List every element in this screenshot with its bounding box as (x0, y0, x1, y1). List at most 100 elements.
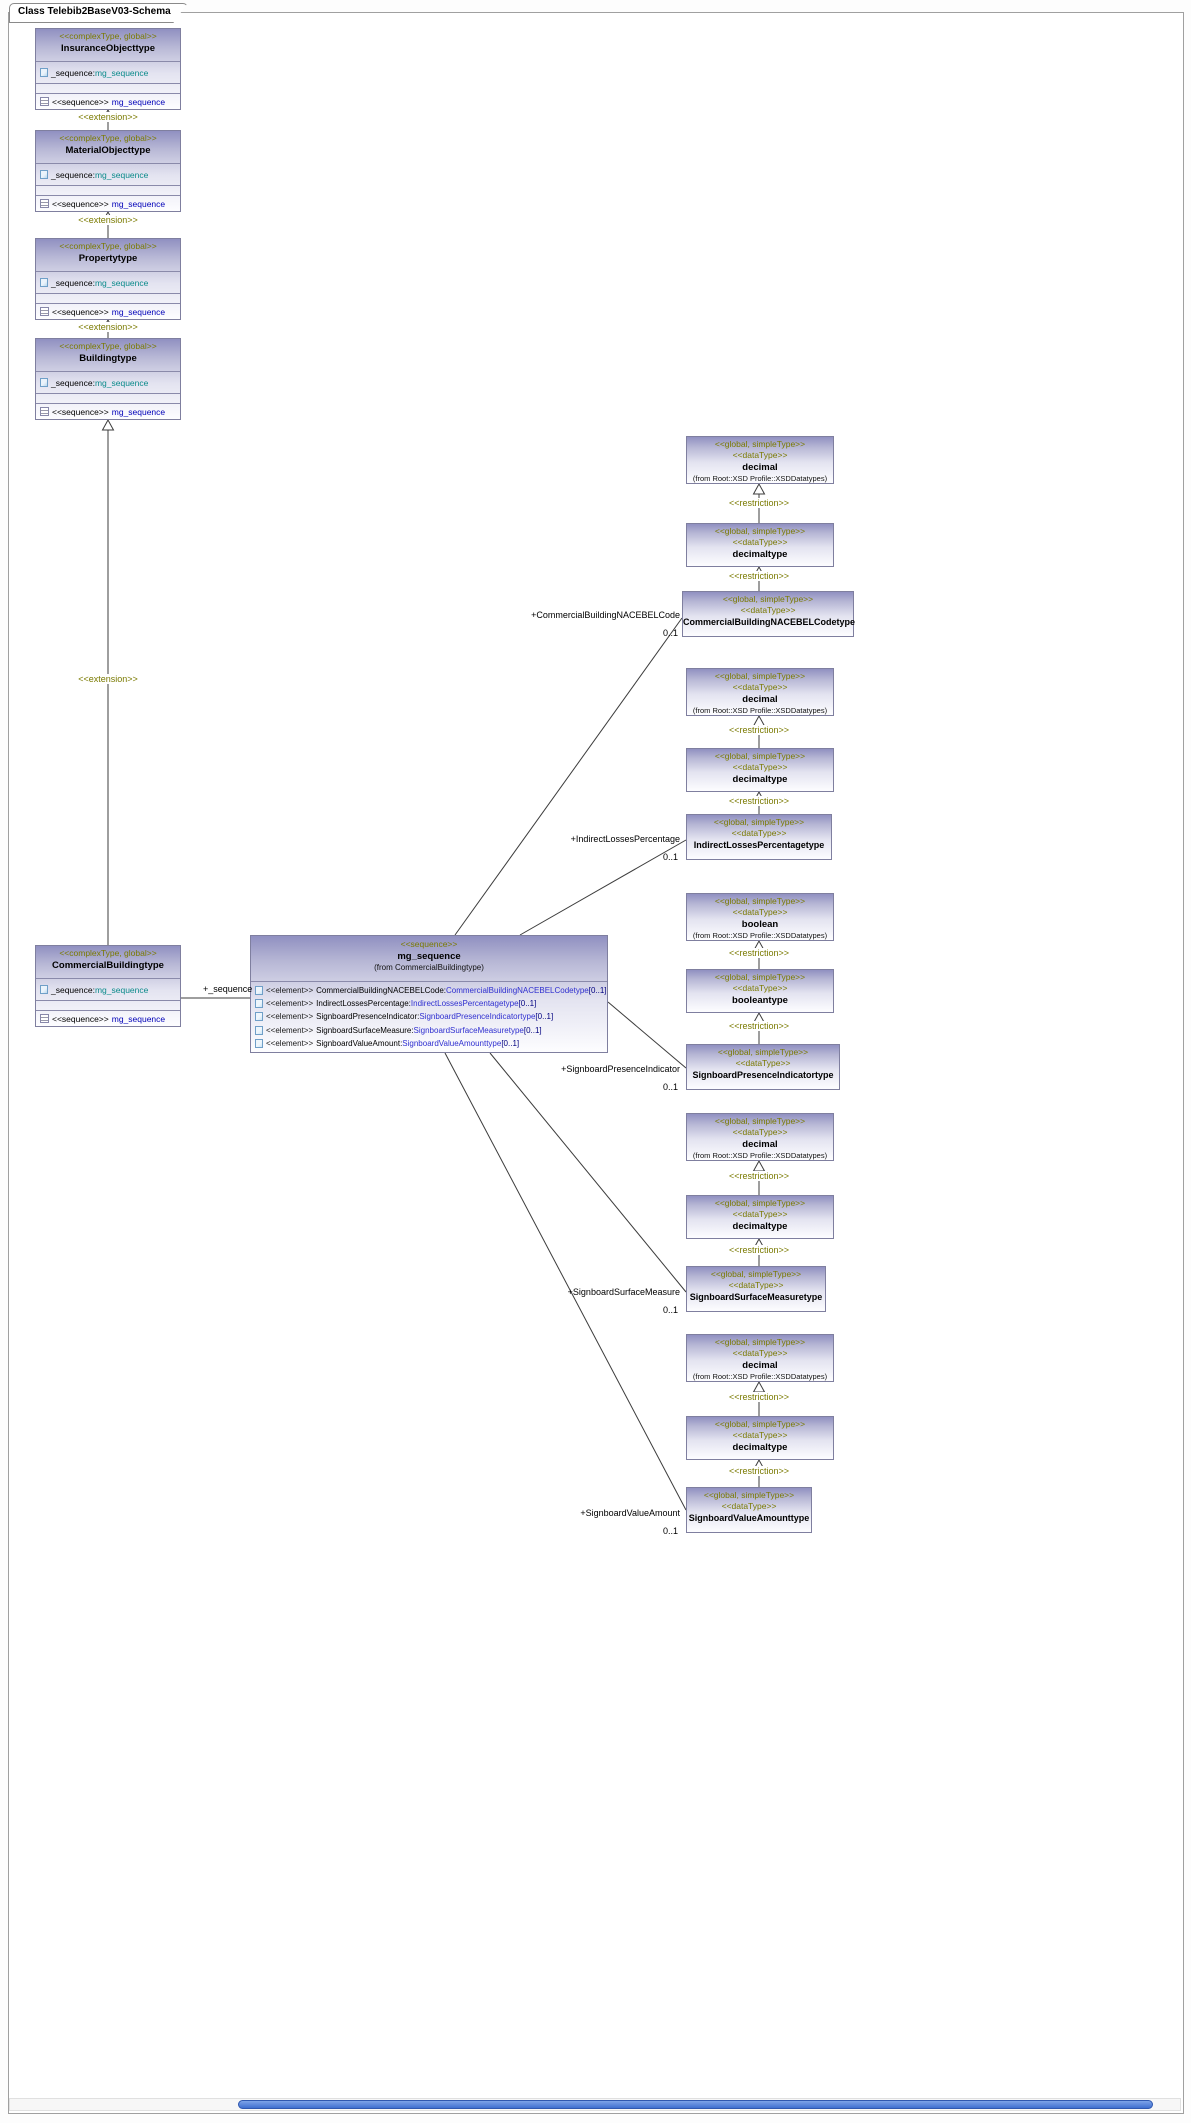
class-name: decimaltype (732, 1221, 788, 1232)
class-stereotype: <<complexType, global>> (59, 241, 157, 251)
element-icon (255, 1025, 263, 1035)
restriction-label: <<restriction>> (727, 1392, 791, 1402)
element-row: <<element>>IndirectLossesPercentage:Indi… (251, 999, 607, 1009)
attribute-row: _sequence:mg_sequence (36, 170, 152, 180)
class-stereotype: <<global, simpleType>> (710, 1269, 802, 1279)
element-name: CommercialBuildingNACEBELCode: (316, 986, 446, 996)
class-stereotype: <<dataType>> (740, 605, 796, 615)
class-name: decimal (742, 694, 778, 705)
class-stereotype: <<global, simpleType>> (714, 751, 806, 761)
class-decimaltype[interactable]: <<global, simpleType>> <<dataType>> deci… (686, 523, 834, 567)
attribute-icon (40, 985, 48, 994)
element-row: <<element>>CommercialBuildingNACEBELCode… (251, 986, 607, 996)
horizontal-scrollbar-track[interactable] (9, 2098, 1181, 2111)
class-stereotype: <<global, simpleType>> (714, 526, 806, 536)
operation-row: <<sequence>>mg_sequence (36, 307, 169, 317)
empty-compartment (36, 185, 180, 195)
class-boolean[interactable]: <<global, simpleType>> <<dataType>> bool… (686, 893, 834, 941)
class-decimal[interactable]: <<global, simpleType>> <<dataType>> deci… (686, 1334, 834, 1382)
class-stereotype: <<dataType>> (732, 1127, 788, 1137)
class-stereotype: <<global, simpleType>> (703, 1490, 795, 1500)
class-stereotype: <<dataType>> (728, 1280, 784, 1290)
class-material-objecttype[interactable]: <<complexType, global>> MaterialObjectty… (35, 130, 181, 212)
class-name: IndirectLossesPercentagetype (693, 840, 825, 850)
association-role-label: +CommercialBuildingNACEBELCode (531, 610, 680, 620)
element-icon (255, 1012, 263, 1022)
class-decimaltype[interactable]: <<global, simpleType>> <<dataType>> deci… (686, 748, 834, 792)
class-stereotype: <<global, simpleType>> (714, 1337, 806, 1347)
attribute-icon (40, 378, 48, 387)
attribute-name: _sequence: (51, 67, 95, 78)
element-stereotype: <<element>> (266, 1038, 314, 1048)
class-stereotype: <<dataType>> (732, 682, 788, 692)
class-decimaltype[interactable]: <<global, simpleType>> <<dataType>> deci… (686, 1416, 834, 1460)
class-decimal[interactable]: <<global, simpleType>> <<dataType>> deci… (686, 1113, 834, 1161)
association-role-label: +_sequence (203, 984, 253, 994)
class-stereotype: <<global, simpleType>> (722, 594, 814, 604)
class-indirect-losses-percentagetype[interactable]: <<global, simpleType>> <<dataType>> Indi… (686, 814, 832, 860)
class-decimaltype[interactable]: <<global, simpleType>> <<dataType>> deci… (686, 1195, 834, 1239)
class-stereotype: <<sequence>> (400, 939, 458, 949)
multiplicity-label: 0..1 (662, 628, 678, 638)
class-stereotype: <<dataType>> (732, 450, 788, 460)
attribute-type: mg_sequence (94, 169, 149, 180)
extension-label: <<extension>> (77, 112, 139, 122)
class-booleantype[interactable]: <<global, simpleType>> <<dataType>> bool… (686, 969, 834, 1013)
class-name: decimaltype (732, 774, 788, 785)
class-propertytype[interactable]: <<complexType, global>> Propertytype _se… (35, 238, 181, 320)
class-signboard-presence-indicatortype[interactable]: <<global, simpleType>> <<dataType>> Sign… (686, 1044, 840, 1090)
element-cardinality: [0..1] (588, 986, 607, 996)
class-stereotype: <<dataType>> (721, 1501, 777, 1511)
horizontal-scrollbar-thumb[interactable] (238, 2100, 1153, 2109)
class-commercial-building-nacebel-codetype[interactable]: <<global, simpleType>> <<dataType>> Comm… (682, 591, 855, 637)
class-name: mg_sequence (397, 951, 461, 962)
attribute-name: _sequence: (51, 169, 95, 180)
element-cardinality: [0..1] (518, 999, 537, 1009)
class-buildingtype[interactable]: <<complexType, global>> Buildingtype _se… (35, 338, 181, 420)
class-stereotype: <<dataType>> (732, 762, 788, 772)
multiplicity-label: 0..1 (662, 1305, 678, 1315)
restriction-label: <<restriction>> (727, 796, 791, 806)
class-decimal[interactable]: <<global, simpleType>> <<dataType>> deci… (686, 668, 834, 716)
operation-row: <<sequence>>mg_sequence (36, 407, 169, 417)
class-stereotype: <<global, simpleType>> (717, 1047, 809, 1057)
class-name: decimal (742, 462, 778, 473)
multiplicity-label: 0..1 (662, 1526, 678, 1536)
class-insurance-objecttype[interactable]: <<complexType, global>> InsuranceObjectt… (35, 28, 181, 110)
class-name: CommercialBuildingtype (52, 960, 164, 971)
operation-row: <<sequence>>mg_sequence (36, 97, 169, 107)
operation-row: <<sequence>>mg_sequence (36, 199, 169, 209)
operation-icon (40, 307, 49, 316)
class-stereotype: <<complexType, global>> (59, 341, 157, 351)
operation-stereotype: <<sequence>> (52, 1013, 109, 1024)
attribute-icon (40, 170, 48, 179)
class-from: (from Root::XSD Profile::XSDDatatypes) (692, 1372, 828, 1381)
element-row: <<element>>SignboardPresenceIndicator:Si… (251, 1012, 607, 1022)
class-signboard-value-amounttype[interactable]: <<global, simpleType>> <<dataType>> Sign… (686, 1487, 812, 1533)
class-name: decimaltype (732, 549, 788, 560)
class-name: MaterialObjecttype (65, 145, 151, 156)
class-stereotype: <<dataType>> (735, 1058, 791, 1068)
class-from: (from Root::XSD Profile::XSDDatatypes) (692, 1151, 828, 1160)
attribute-row: _sequence:mg_sequence (36, 278, 152, 288)
operation-name: mg_sequence (111, 96, 166, 107)
attribute-row: _sequence:mg_sequence (36, 985, 152, 995)
element-row: <<element>>SignboardValueAmount:Signboar… (251, 1038, 607, 1048)
operation-name: mg_sequence (111, 198, 166, 209)
attribute-name: _sequence: (51, 984, 95, 995)
extension-label: <<extension>> (77, 674, 139, 684)
attribute-row: _sequence:mg_sequence (36, 378, 152, 388)
class-name: InsuranceObjecttype (61, 43, 155, 54)
operation-icon (40, 407, 49, 416)
class-from: (from CommercialBuildingtype) (374, 963, 484, 972)
class-commercial-buildingtype[interactable]: <<complexType, global>> CommercialBuildi… (35, 945, 181, 1027)
element-type: IndirectLossesPercentagetype (410, 999, 519, 1009)
association-role-label: +IndirectLossesPercentage (570, 834, 680, 844)
class-mg-sequence[interactable]: <<sequence>> mg_sequence (from Commercia… (250, 935, 608, 1053)
class-name: SignboardValueAmounttype (688, 1513, 810, 1523)
class-decimal[interactable]: <<global, simpleType>> <<dataType>> deci… (686, 436, 834, 484)
operation-name: mg_sequence (111, 1013, 166, 1024)
operation-icon (40, 1014, 49, 1023)
class-signboard-surface-measuretype[interactable]: <<global, simpleType>> <<dataType>> Sign… (686, 1266, 826, 1312)
attribute-row: _sequence:mg_sequence (36, 68, 152, 78)
